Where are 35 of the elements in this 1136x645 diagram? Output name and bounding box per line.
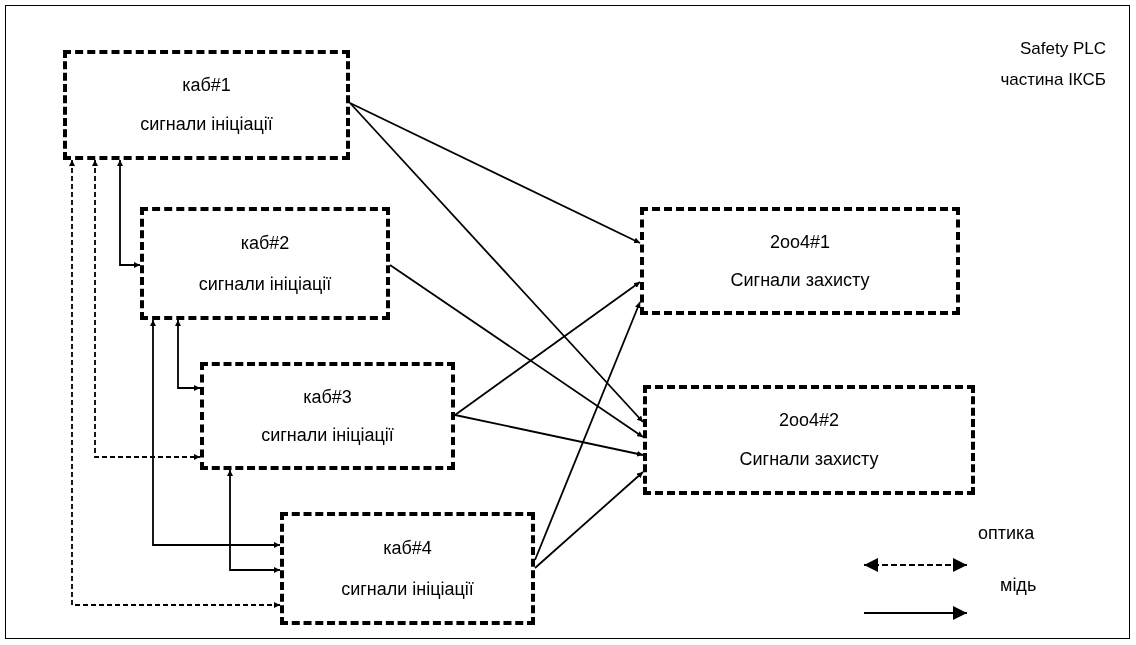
box-text: сигнали ініціації — [198, 272, 332, 295]
arrow — [389, 264, 644, 438]
arrow — [454, 414, 644, 457]
box-title: каб#1 — [182, 74, 231, 97]
box-text: сигнали ініціації — [341, 577, 474, 600]
box-title: 2oo4#1 — [769, 230, 831, 254]
box-text: Сигнали захисту — [739, 448, 879, 471]
dashed-box — [63, 50, 350, 160]
dashed-box — [640, 207, 960, 315]
arrow — [117, 159, 141, 268]
box-text: Сигнали захисту — [730, 268, 870, 292]
arrow — [150, 319, 281, 548]
legend-text: мідь — [1000, 574, 1037, 597]
arrow — [454, 281, 641, 416]
box-title: 2oo4#2 — [778, 409, 840, 432]
arrow — [69, 159, 281, 608]
arrow — [175, 319, 201, 391]
arrow — [227, 469, 281, 573]
dashed-box — [140, 207, 390, 320]
dashed-box — [200, 362, 455, 470]
box-title: каб#3 — [303, 385, 352, 409]
note-text: частина ІКСБ — [1000, 69, 1106, 91]
box-text: сигнали ініціації — [140, 113, 273, 136]
arrow — [534, 471, 644, 569]
arrow — [349, 102, 641, 244]
legend-text: оптика — [978, 522, 1035, 545]
dashed-box — [280, 512, 535, 625]
box-title: каб#2 — [240, 232, 290, 255]
arrow — [349, 102, 644, 423]
box-text: сигнали ініціації — [261, 423, 394, 447]
arrow — [534, 301, 641, 561]
note-text: Safety PLC — [1020, 38, 1106, 60]
box-title: каб#4 — [383, 537, 432, 560]
dashed-box — [643, 385, 975, 495]
arrow — [92, 159, 201, 460]
